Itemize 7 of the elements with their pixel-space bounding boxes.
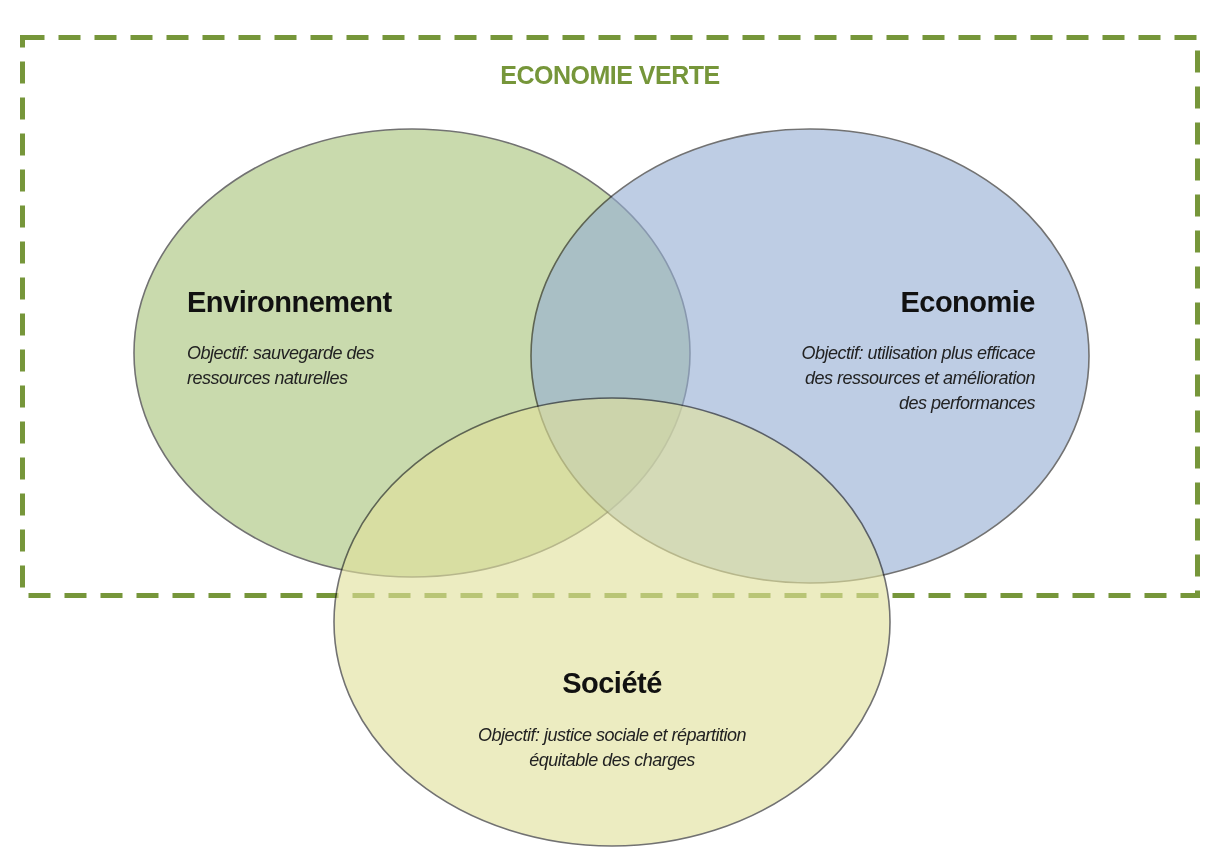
circle-heading: Economie bbox=[900, 286, 1035, 319]
objective-text: Objectif: justice sociale et répartition équitable des charges bbox=[476, 724, 748, 772]
frame-title: ECONOMIE VERTE bbox=[499, 61, 721, 90]
circle-heading: Société bbox=[562, 667, 662, 700]
circle-heading: Environnement bbox=[187, 286, 392, 319]
objective-text: Objectif: sauvegarde des ressources naturelles bbox=[187, 342, 376, 390]
objective-text: Objectif: utilisation plus efficace des ressources et amélioration des performances bbox=[800, 342, 1035, 415]
